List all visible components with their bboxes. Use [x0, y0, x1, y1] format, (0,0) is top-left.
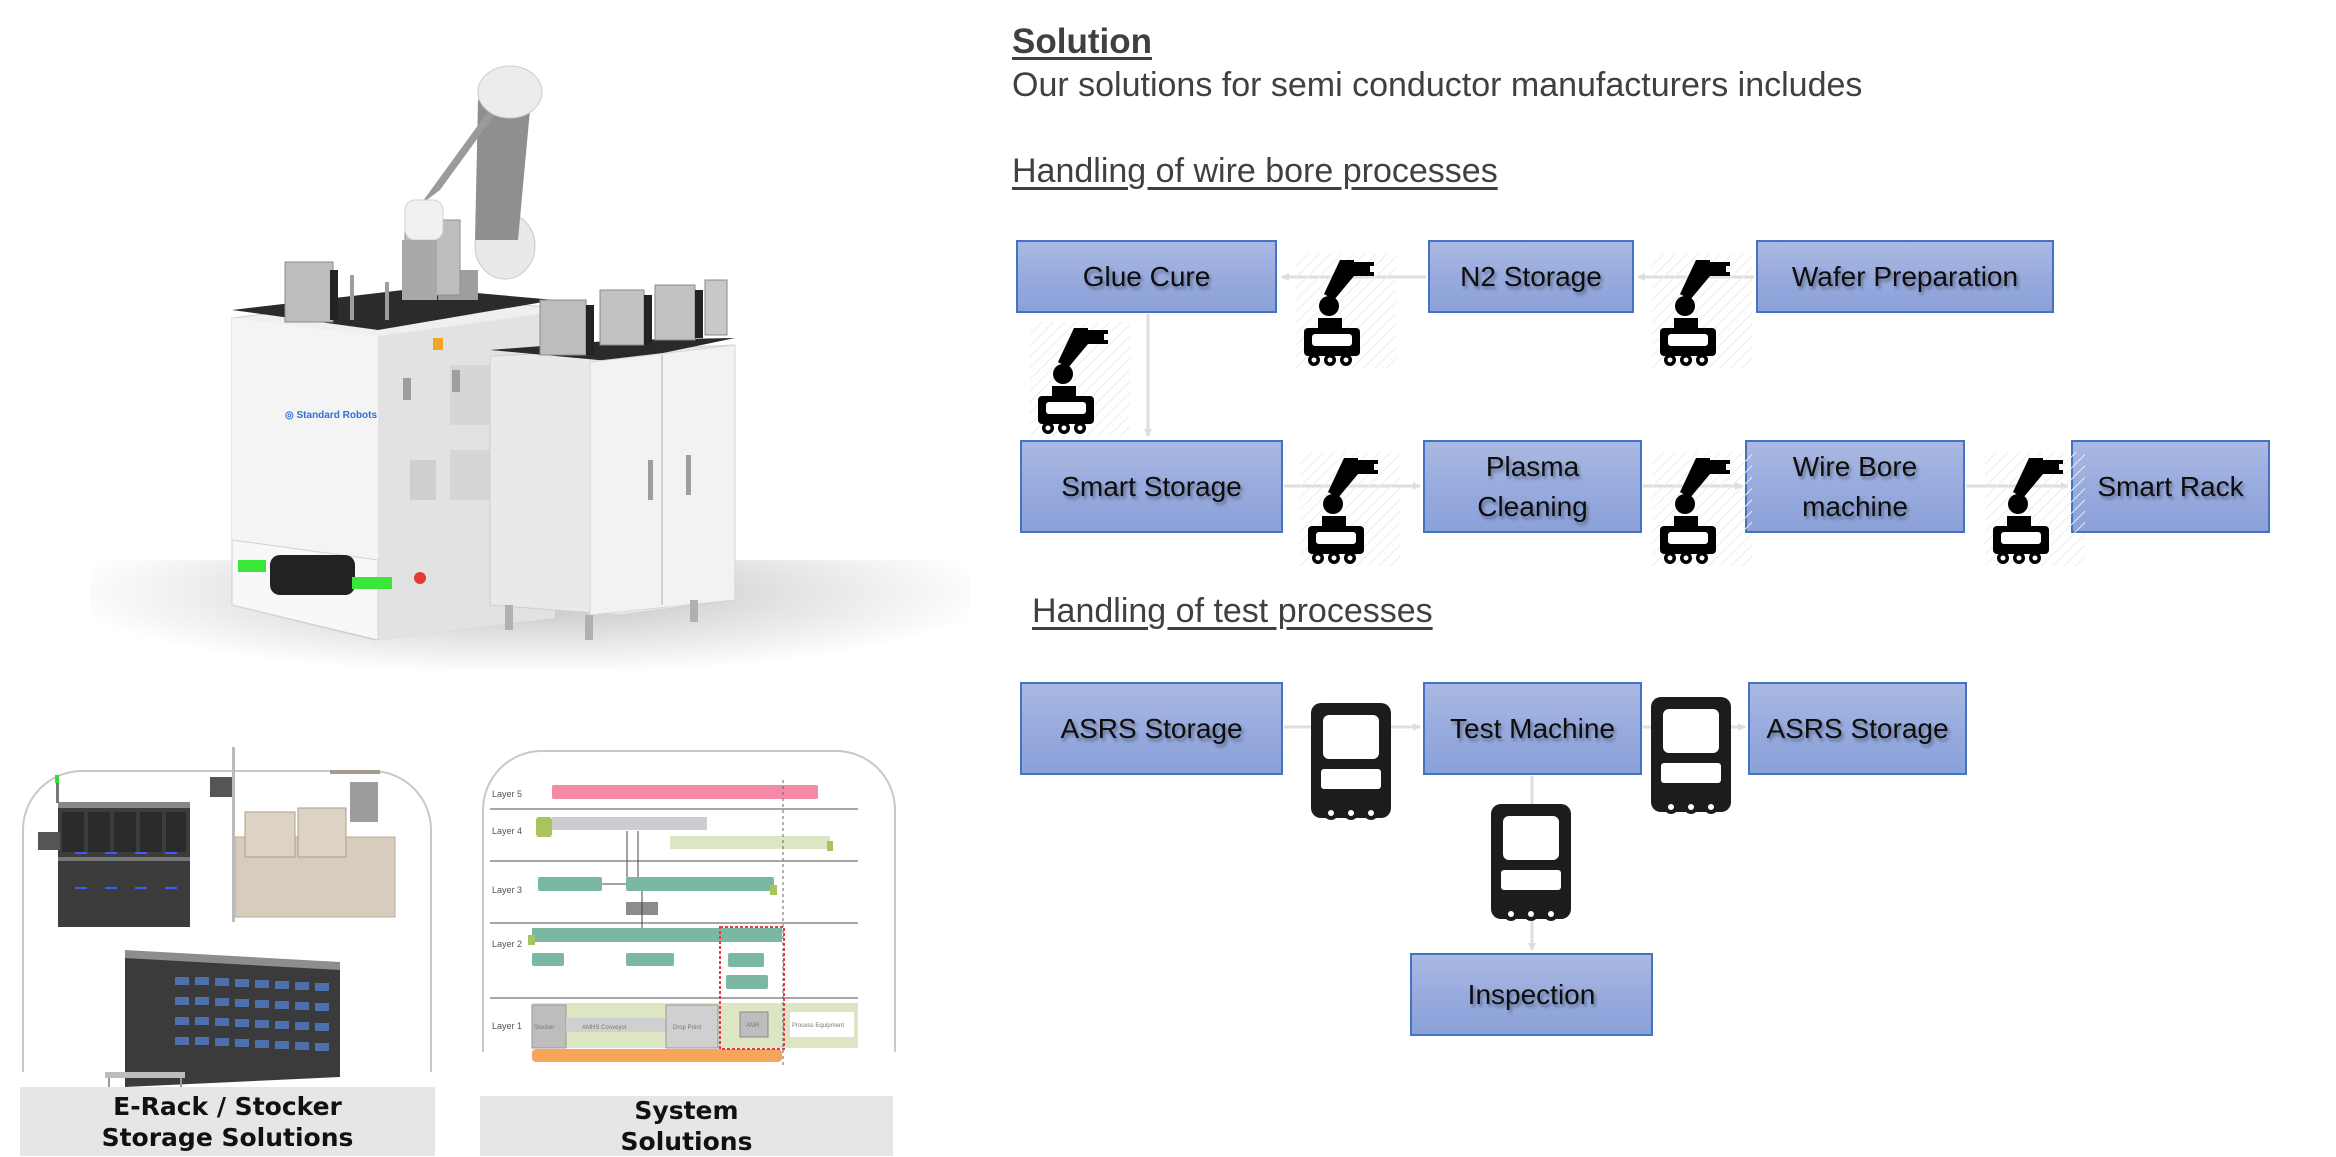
box-label: ASRS Storage	[1060, 712, 1243, 744]
process-box-glue-cure[interactable]: Glue Cure	[1016, 240, 1277, 313]
layer4-bar-2	[670, 836, 830, 849]
process-box-n2-storage[interactable]: N2 Storage	[1428, 240, 1634, 313]
process-box-smart-storage[interactable]: Smart Storage	[1020, 440, 1283, 533]
layer1-block-label: Drop Point	[673, 1025, 702, 1031]
system-solutions-panel: Layer 5 Layer 4 Layer 3 Layer 2 Layer 1	[470, 735, 900, 1156]
box-label: Wafer Preparation	[1791, 260, 2019, 292]
caption-line: E-Rack / Stocker	[113, 1091, 342, 1121]
caption-line: System	[634, 1096, 739, 1125]
process-box-asrs-storage-out[interactable]: ASRS Storage	[1748, 682, 1967, 775]
test-process-heading: Handling of test processes	[1032, 592, 1433, 630]
mobile-manipulator-robot-icon	[1652, 452, 1752, 568]
mobile-manipulator-robot-icon	[1030, 322, 1130, 438]
box-label: Inspection	[1467, 978, 1596, 1010]
process-box-wire-bore-machine[interactable]: Wire Bore machine	[1745, 440, 1965, 533]
layer-label: Layer 2	[492, 939, 522, 949]
caption-line: Storage Solutions	[101, 1122, 354, 1152]
mobile-manipulator-robot-icon	[1985, 452, 2085, 568]
mobile-manipulator-robot-icon	[1652, 254, 1752, 370]
box-label: Glue Cure	[1082, 260, 1211, 292]
box-label: Smart Rack	[2097, 470, 2244, 502]
process-box-test-machine[interactable]: Test Machine	[1423, 682, 1642, 775]
box-label: N2 Storage	[1460, 260, 1602, 292]
page-title: Solution	[1012, 22, 1152, 61]
layer-label: Layer 1	[492, 1021, 522, 1031]
layer1-block-label: Stocker	[534, 1025, 554, 1031]
box-label: machine	[1802, 490, 1908, 522]
panel-frame	[482, 750, 896, 1052]
layer-architecture-diagram: Layer 5 Layer 4 Layer 3 Layer 2 Layer 1	[490, 780, 858, 1065]
layer1-block-label: AMR	[746, 1023, 760, 1029]
layer1-block-label: AMHS Conveyor	[582, 1025, 627, 1031]
hero-robot-image: ◎ Standard Robots	[0, 0, 1000, 670]
process-box-plasma-cleaning[interactable]: Plasma Cleaning	[1423, 440, 1642, 533]
agv-cart-icon	[1311, 703, 1391, 820]
layer3-bar	[538, 877, 602, 891]
process-box-inspection[interactable]: Inspection	[1410, 953, 1653, 1036]
layer5-bar	[552, 785, 818, 799]
mobile-manipulator-robot-icon	[1300, 452, 1400, 568]
box-label: Wire Bore	[1792, 450, 1918, 482]
mobile-manipulator-robot-icon	[1296, 254, 1396, 370]
layer-bottom-bar	[532, 1049, 782, 1062]
layer1-block-label: Process Equipment	[792, 1023, 844, 1029]
robot-illustration: ◎ Standard Robots	[231, 65, 736, 641]
brand-logo: ◎ Standard Robots	[285, 410, 377, 421]
layer-label: Layer 5	[492, 789, 522, 799]
box-label: Cleaning	[1477, 490, 1588, 522]
caption-line: Solutions	[620, 1127, 753, 1156]
box-label: Plasma	[1485, 450, 1580, 482]
box-label: ASRS Storage	[1766, 712, 1949, 744]
agv-cart-icon	[1651, 697, 1731, 814]
intro-text: Our solutions for semi conductor manufac…	[1012, 66, 1863, 104]
layer-label: Layer 4	[492, 826, 522, 836]
panel-frame	[22, 770, 432, 1072]
erack-stocker-panel: E-Rack / Stocker Storage Solutions	[0, 722, 448, 1156]
box-label: Test Machine	[1450, 712, 1615, 744]
agv-cart-icon	[1491, 804, 1571, 921]
process-box-asrs-storage-in[interactable]: ASRS Storage	[1020, 682, 1283, 775]
layer-label: Layer 3	[492, 885, 522, 895]
amr-front-panel	[270, 555, 355, 595]
system-solutions-caption: System Solutions	[480, 1096, 893, 1156]
box-label: Smart Storage	[1061, 470, 1242, 502]
erack-stocker-caption: E-Rack / Stocker Storage Solutions	[20, 1087, 435, 1156]
process-box-smart-rack[interactable]: Smart Rack	[2071, 440, 2270, 533]
layer3-bar-2	[626, 877, 774, 891]
highlight-region	[719, 926, 785, 1050]
erack-stocker-illustration	[38, 747, 396, 1103]
wire-bore-heading: Handling of wire bore processes	[1012, 152, 1498, 190]
layer4-bar	[552, 817, 707, 830]
process-box-wafer-preparation[interactable]: Wafer Preparation	[1756, 240, 2054, 313]
